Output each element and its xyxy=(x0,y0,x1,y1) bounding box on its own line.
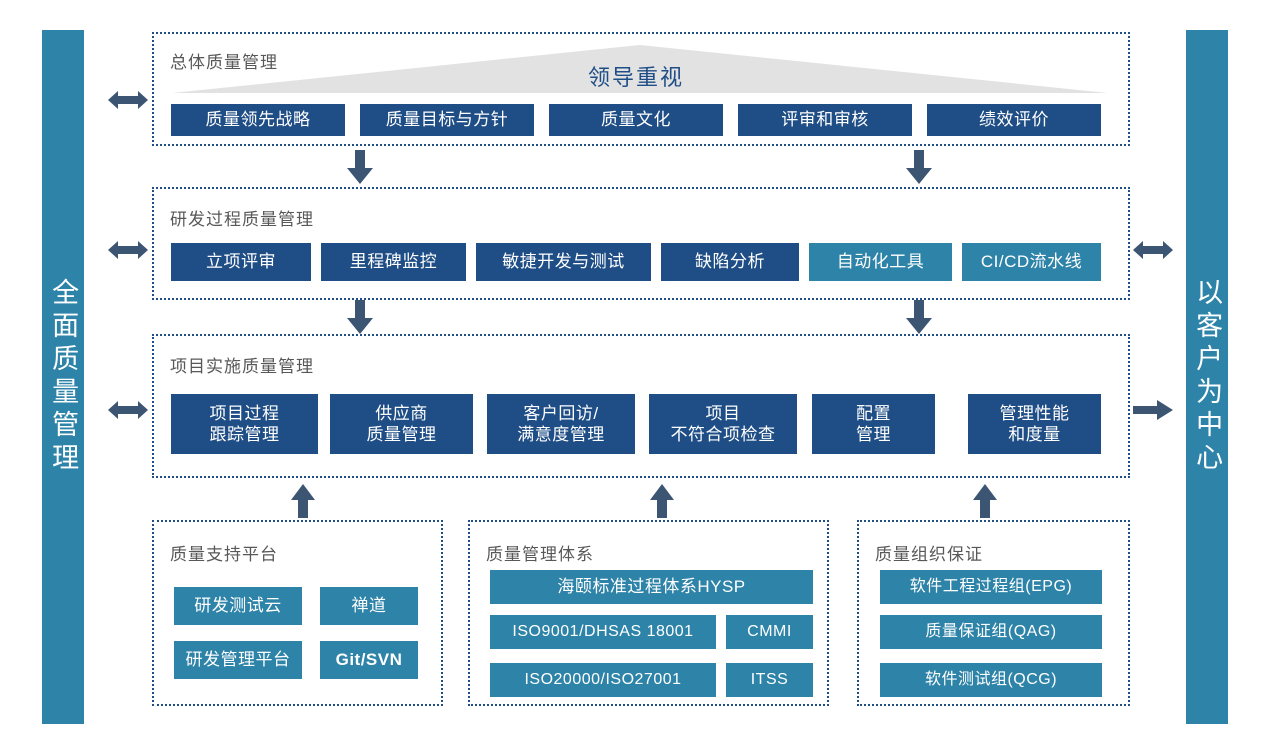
box-rnd-management-platform[interactable]: 研发管理平台 xyxy=(174,641,302,679)
box-qag-quality-assurance-group[interactable]: 质量保证组(QAG) xyxy=(880,615,1102,649)
section-title-management-system: 质量管理体系 xyxy=(486,545,594,564)
section-title-rnd: 研发过程质量管理 xyxy=(170,210,314,229)
box-automation-tools[interactable]: 自动化工具 xyxy=(809,243,952,281)
panel-quality-organization-assurance xyxy=(857,520,1130,706)
section-title-project: 项目实施质量管理 xyxy=(170,357,314,376)
box-git-svn[interactable]: Git/SVN xyxy=(320,641,418,679)
box-customer-visit-satisfaction[interactable]: 客户回访/ 满意度管理 xyxy=(487,394,635,454)
panel-overall-quality-management xyxy=(152,32,1130,146)
box-cmmi[interactable]: CMMI xyxy=(726,615,813,649)
arrow-flow-system-to-project xyxy=(649,484,675,518)
panel-project-implementation-quality-management xyxy=(152,334,1130,478)
box-supplier-quality-management[interactable]: 供应商 质量管理 xyxy=(330,394,473,454)
section-title-support-platform: 质量支持平台 xyxy=(170,545,278,564)
box-itss[interactable]: ITSS xyxy=(726,663,813,697)
panel-rnd-process-quality-management xyxy=(152,187,1130,300)
panel-quality-support-platform xyxy=(152,520,443,706)
leadership-banner-label: 领导重视 xyxy=(588,65,685,90)
arrow-right-link-project xyxy=(1133,398,1173,422)
panel-quality-management-system xyxy=(468,520,829,706)
box-management-performance-measurement[interactable]: 管理性能 和度量 xyxy=(968,394,1101,454)
section-title-org-assurance: 质量组织保证 xyxy=(875,545,983,564)
arrow-left-link-project xyxy=(108,398,148,422)
arrow-left-link-rnd xyxy=(108,238,148,262)
arrow-flow-rnd-to-project-right xyxy=(905,300,933,334)
box-iso20000-iso27001[interactable]: ISO20000/ISO27001 xyxy=(490,663,716,697)
arrow-flow-overall-to-rnd-right xyxy=(905,150,933,184)
box-quality-leading-strategy[interactable]: 质量领先战略 xyxy=(171,104,345,136)
sidebar-left-total-quality-management: 全面质量管理 xyxy=(42,30,84,724)
sidebar-right-customer-centric: 以客户为中心 xyxy=(1186,30,1228,724)
box-review-and-audit[interactable]: 评审和审核 xyxy=(738,104,912,136)
box-quality-culture[interactable]: 质量文化 xyxy=(549,104,723,136)
box-milestone-monitoring[interactable]: 里程碑监控 xyxy=(321,243,466,281)
arrow-left-link-overall xyxy=(108,88,148,112)
box-epg-software-engineering-process-group[interactable]: 软件工程过程组(EPG) xyxy=(880,570,1102,604)
sidebar-right-label: 以客户为中心 xyxy=(1192,278,1223,476)
sidebar-left-label: 全面质量管理 xyxy=(48,278,79,476)
box-defect-analysis[interactable]: 缺陷分析 xyxy=(661,243,799,281)
box-configuration-management[interactable]: 配置 管理 xyxy=(812,394,935,454)
box-agile-dev-and-test[interactable]: 敏捷开发与测试 xyxy=(476,243,651,281)
arrow-flow-rnd-to-project-left xyxy=(346,300,374,334)
box-project-initiation-review[interactable]: 立项评审 xyxy=(171,243,311,281)
box-quality-goals-policy[interactable]: 质量目标与方针 xyxy=(360,104,534,136)
box-zentao[interactable]: 禅道 xyxy=(320,587,418,625)
box-performance-evaluation[interactable]: 绩效评价 xyxy=(927,104,1101,136)
box-cicd-pipeline[interactable]: CI/CD流水线 xyxy=(962,243,1101,281)
box-hysp-standard-process-system[interactable]: 海颐标准过程体系HYSP xyxy=(490,570,813,604)
arrow-flow-support-to-project xyxy=(290,484,316,518)
leadership-banner-triangle xyxy=(172,45,1108,93)
box-iso9001-dhsas18001[interactable]: ISO9001/DHSAS 18001 xyxy=(490,615,716,649)
box-qcg-software-test-group[interactable]: 软件测试组(QCG) xyxy=(880,663,1102,697)
section-title-overall: 总体质量管理 xyxy=(170,53,278,72)
box-rnd-test-cloud[interactable]: 研发测试云 xyxy=(174,587,302,625)
arrow-flow-overall-to-rnd-left xyxy=(346,150,374,184)
box-project-nonconformity-check[interactable]: 项目 不符合项检查 xyxy=(649,394,797,454)
arrow-right-link-rnd xyxy=(1133,238,1173,262)
arrow-flow-org-to-project xyxy=(972,484,998,518)
box-project-process-tracking[interactable]: 项目过程 跟踪管理 xyxy=(171,394,318,454)
